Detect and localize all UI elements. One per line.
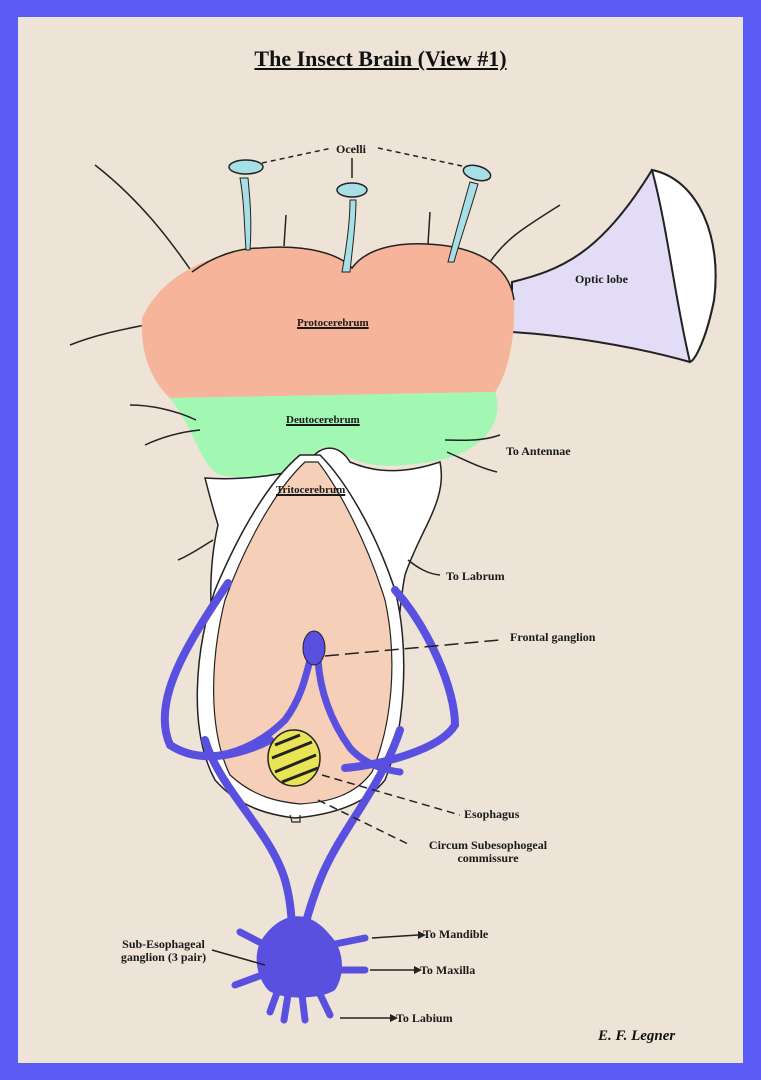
frontal-ganglion-shape [302,630,326,666]
label-frontal-ganglion: Frontal ganglion [510,630,596,644]
label-circum-subesophageal: Circum Subesophogeal commissure [408,839,568,865]
leader-lines [211,147,501,1019]
label-protocerebrum: Protocerebrum [297,317,369,329]
label-tritocerebrum: Tritocerebrum [276,484,346,496]
subesophageal-ganglion [231,916,369,1024]
esophagus-lumen [267,729,321,787]
frontal-ganglion-connective [216,656,404,776]
right-cerebral-nerve [489,204,561,263]
label-to-mandible: To Mandible [423,927,489,941]
left-cerebral-nerve [94,164,193,273]
ocellus-center-cap [336,182,368,198]
label-subesophageal-line1: Sub-Esophageal [122,937,205,951]
right-antennal-nerve [444,434,501,473]
label-to-maxilla: To Maxilla [420,963,476,977]
label-circum-line2: commissure [457,851,519,865]
ocellus-right-cap [462,164,492,182]
label-to-labrum: To Labrum [446,569,505,583]
arrowheads [390,931,426,1022]
left-lateral-nerve [69,324,146,346]
median-nerve-left [283,214,287,247]
label-optic-lobe: Optic lobe [575,272,628,286]
label-deutocerebrum: Deutocerebrum [286,414,360,426]
median-nerve-right [427,211,431,245]
ocellus-left-cap [228,159,264,175]
label-circum-line1: Circum Subesophogeal [428,838,548,852]
esophagus-body-inner [213,461,393,805]
label-to-labium: To Labium [396,1011,453,1025]
optic-lobe-cap [650,168,717,364]
left-labral-nerve [177,539,214,561]
left-antennal-nerve [129,404,201,446]
protocerebrum-shape [141,243,515,398]
label-to-antennae: To Antennae [506,444,571,458]
ocellus-center [341,199,357,273]
ocellus-left [239,177,252,251]
author-signature: E. F. Legner [598,1028,676,1044]
ocellus-right [447,181,479,263]
label-subesophageal-ganglion: Sub-Esophageal ganglion (3 pair) [96,938,231,964]
label-ocelli: Ocelli [336,142,366,156]
label-esophagus: Esophagus [464,807,520,821]
right-labral-nerve [407,559,441,576]
esophagus-tip [289,814,301,823]
page-title: The Insect Brain (View #1) [254,46,507,71]
label-subesophageal-line2: ganglion (3 pair) [120,950,207,964]
deutocerebrum-shape [170,392,498,478]
ocelli [228,159,492,273]
